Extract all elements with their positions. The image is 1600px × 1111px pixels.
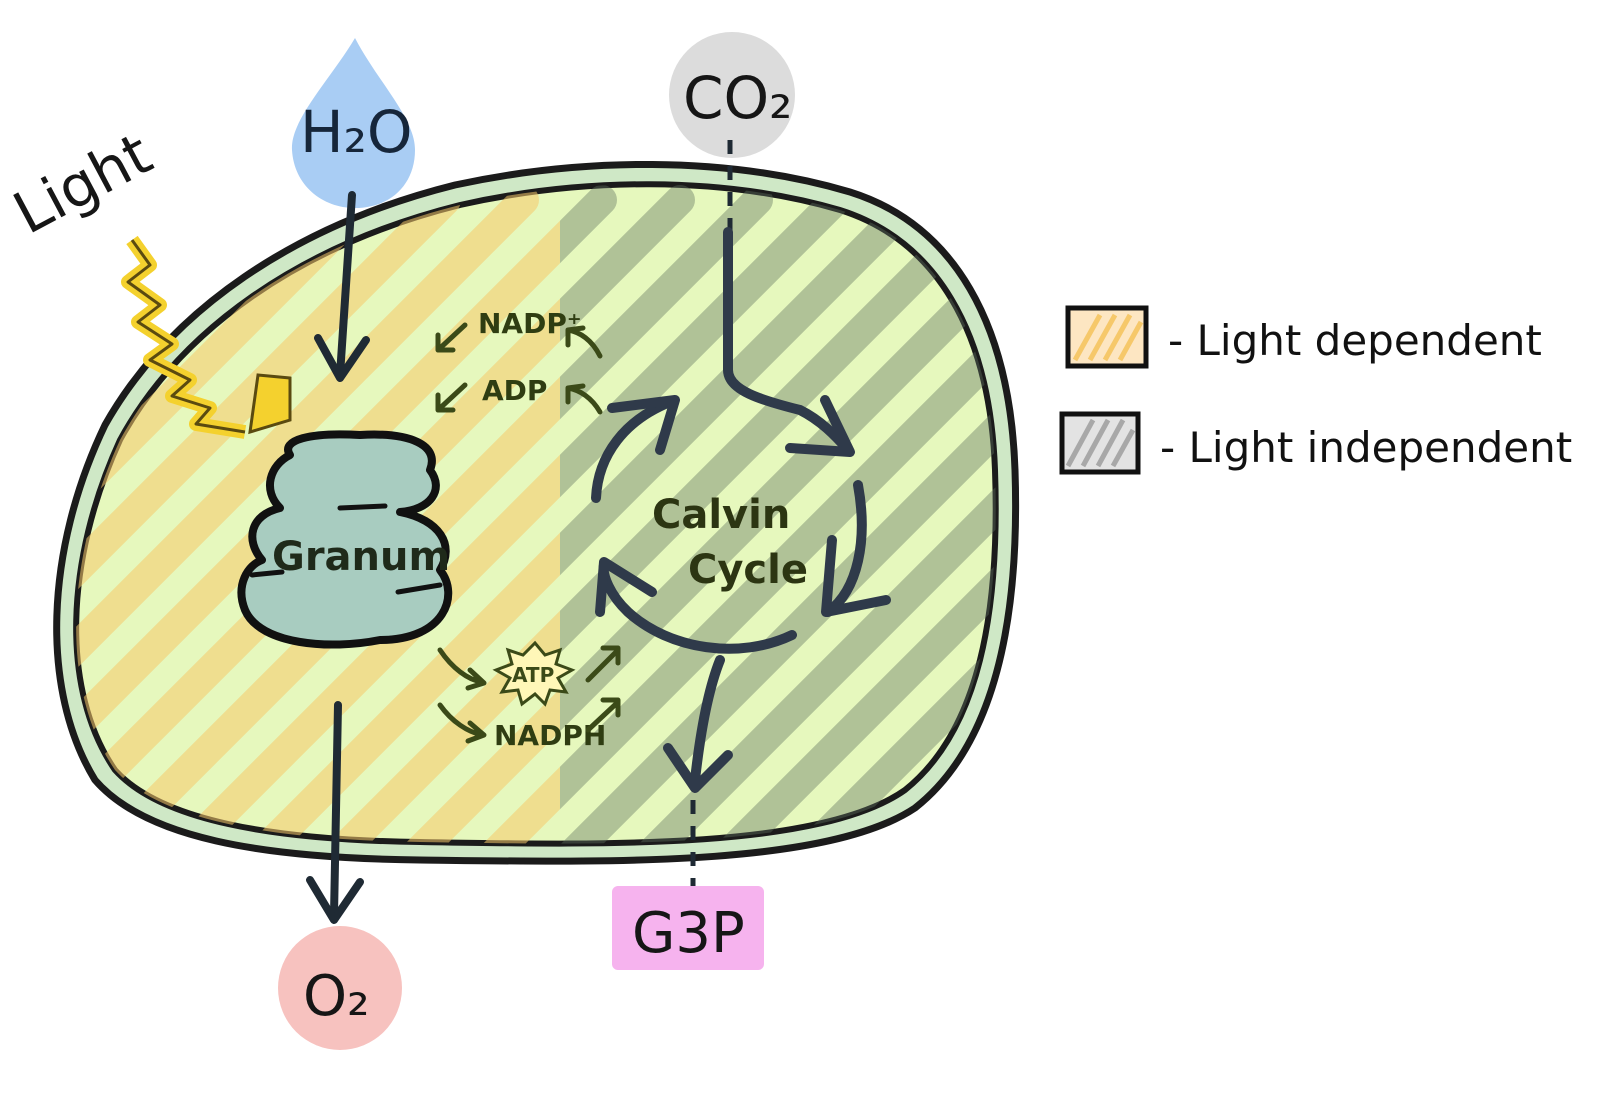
light-independent-stripe [560, 185, 996, 844]
calvin-arrow-right-head [821, 535, 891, 617]
g3p-branch-arrowhead [663, 743, 733, 793]
g3p-label: G3P [632, 901, 745, 966]
light-dependent-stripe [76, 185, 461, 844]
calvin-arrow-bottom-head [595, 557, 657, 617]
nadp-plus-label: NADP⁺ [478, 307, 582, 340]
calvin-arrow-left [591, 397, 675, 503]
co2-label: CO₂ [683, 64, 792, 132]
adp-label: ADP [482, 374, 547, 407]
g3p-branch-arrow [690, 655, 725, 785]
water-drop-icon [291, 38, 415, 208]
water-arrowhead [314, 334, 370, 382]
light-label: Light [3, 119, 163, 247]
oxygen-arrowhead [306, 876, 364, 924]
light-independent-stripe [560, 185, 851, 844]
light-independent-stripe [560, 185, 773, 844]
light-independent-stripe [560, 185, 996, 844]
co2-cycle-arrow [723, 227, 853, 455]
light-zigzag-outline [126, 239, 246, 434]
calvin-label-line1: Calvin [652, 492, 790, 538]
atp-starburst [492, 640, 576, 707]
co2-circle [669, 32, 795, 158]
light-independent-stripe [560, 185, 996, 844]
granum-label: Granum [272, 534, 450, 580]
legend-label-light-dependent: - Light dependent [1168, 316, 1542, 365]
light-dependent-stripe [76, 185, 560, 844]
co2-cycle-arrowhead [785, 395, 855, 457]
atp-label: ATP [512, 663, 554, 687]
legend: - Light dependent - Light independent [1059, 305, 1572, 475]
water-arrow [336, 191, 356, 379]
oxygen-label: O₂ [303, 964, 370, 1029]
g3p-box [612, 886, 764, 970]
light-dependent-stripe [76, 185, 539, 844]
light-dependent-stripe [99, 185, 560, 844]
nadph-label: NADPH [494, 719, 606, 752]
light-independent-stripe [567, 185, 996, 844]
small-arrows [435, 322, 621, 744]
granum-stack [237, 430, 453, 649]
oxygen-circle [278, 926, 402, 1050]
light-dependent-stripe [76, 185, 383, 844]
light-dependent-stripe [0, 200, 56, 1000]
calvin-arrow-left-head [607, 395, 680, 455]
water-label: H₂O [300, 98, 413, 166]
legend-label-light-independent: - Light independent [1160, 423, 1572, 472]
light-independent-stripe [560, 185, 996, 844]
light-independent-stripe [0, 200, 56, 1000]
light-independent-stripe [560, 185, 929, 844]
calvin-arrow-right [823, 480, 867, 617]
calvin-label-line2: Cycle [688, 547, 808, 593]
oxygen-arrow [330, 701, 342, 919]
light-arrowhead [248, 373, 292, 435]
